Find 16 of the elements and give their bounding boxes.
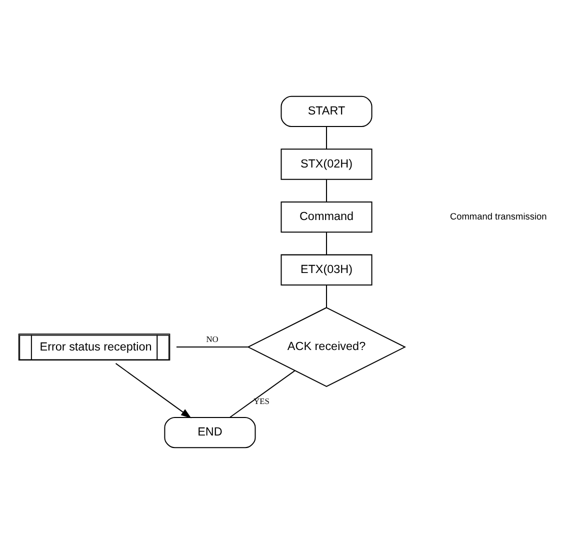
node-box: ETX(03H) — [280, 254, 372, 286]
connector — [326, 126, 328, 150]
edge-label: NO — [206, 335, 218, 344]
node-box: Command — [280, 202, 372, 233]
node-box: END — [164, 416, 256, 448]
node-box: STX(02H) — [280, 148, 372, 180]
connector — [230, 370, 295, 418]
node-diamond: ACK received? — [247, 307, 406, 387]
connector — [176, 346, 248, 348]
label: Command transmission — [450, 211, 547, 222]
node-box: START — [280, 96, 372, 128]
connector — [326, 285, 328, 308]
connector — [326, 180, 328, 202]
connector — [326, 232, 328, 255]
edge-label: YES — [254, 397, 270, 406]
arrow — [115, 363, 192, 418]
